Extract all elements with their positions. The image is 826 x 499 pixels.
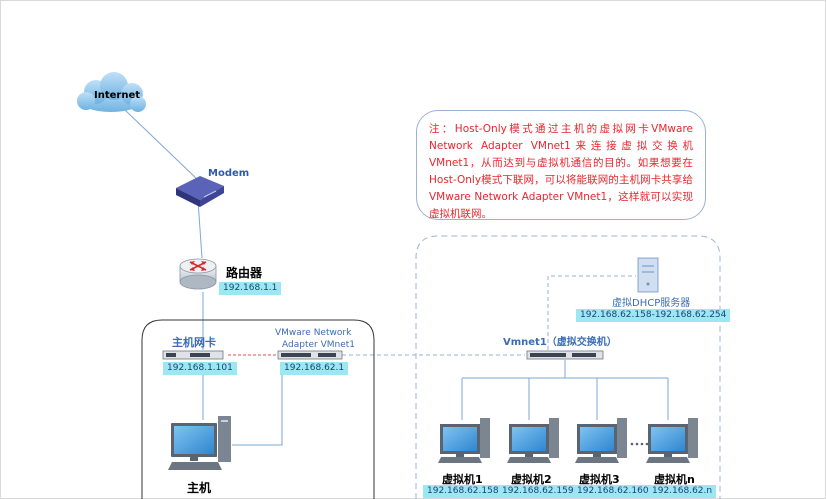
router-label: 路由器 [226,266,263,280]
host-computer-icon [168,416,231,470]
adapter-ip: 192.168.62.1 [280,362,349,375]
internet-cloud-icon [77,72,146,112]
vm-label-3: 虚拟机3 [579,473,620,486]
host-nic-icon [162,350,224,360]
vmnet-adapter-icon [277,350,343,360]
virtual-switch-icon [526,350,604,360]
more-vms-ellipsis [630,442,649,446]
virtual-network-boundary [415,235,721,499]
internet-label: Internet [94,90,141,101]
vswitch-label: Vmnet1（虚拟交换机） [503,337,617,348]
adapter-label-line2: Adapter VMnet1 [282,340,355,350]
router-ip: 192.168.1.1 [219,282,282,295]
modem-icon [176,176,224,207]
adapter-label-line1: VMware Network [275,328,352,338]
host-nic-ip: 192.168.1.101 [163,362,237,375]
vm-computer-icon-3 [575,418,627,463]
vm-computer-icon-2 [507,418,559,463]
vm-ip-n: 192.168.62.n [648,485,717,498]
vm-ip-3: 192.168.62.160 [573,485,653,498]
host-boundary [141,319,375,499]
dhcp-range: 192.168.62.158-192.168.62.254 [576,309,731,322]
vm-label-2: 虚拟机2 [511,473,552,486]
vm-computer-icon-n [646,418,698,463]
vm-label-1: 虚拟机1 [442,473,483,486]
note-box: 注：Host-Only模式通过主机的虚拟网卡VMware Network Ada… [416,110,706,220]
vm-computer-icon-1 [438,418,490,463]
vm-ip-2: 192.168.62.159 [498,485,578,498]
dhcp-server-icon [637,257,659,293]
modem-label: Modem [208,168,250,179]
dhcp-label: 虚拟DHCP服务器 [612,298,691,309]
vm-label-n: 虚拟机n [654,473,695,486]
router-icon [179,258,217,290]
host-nic-label: 主机网卡 [172,336,216,349]
dhcp-link-dashed [547,275,636,350]
host-label: 主机 [187,481,212,495]
vm-ip-1: 192.168.62.158 [423,485,503,498]
